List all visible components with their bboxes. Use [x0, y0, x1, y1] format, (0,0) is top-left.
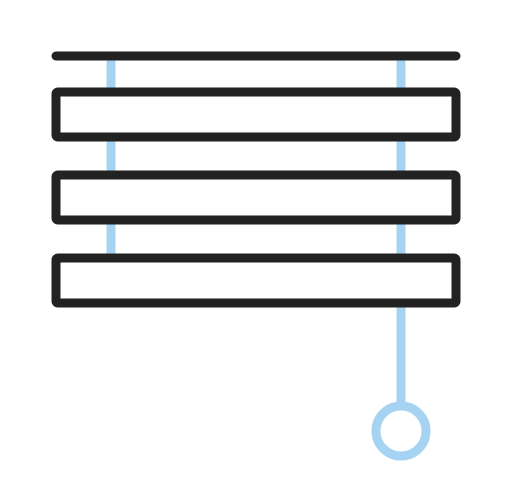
slat	[51, 253, 461, 308]
slats	[51, 87, 461, 308]
ladder-cords	[106, 56, 406, 256]
slat	[51, 170, 461, 225]
slat	[51, 87, 461, 142]
pull-ring	[371, 401, 431, 461]
pull-cord	[371, 302, 431, 461]
